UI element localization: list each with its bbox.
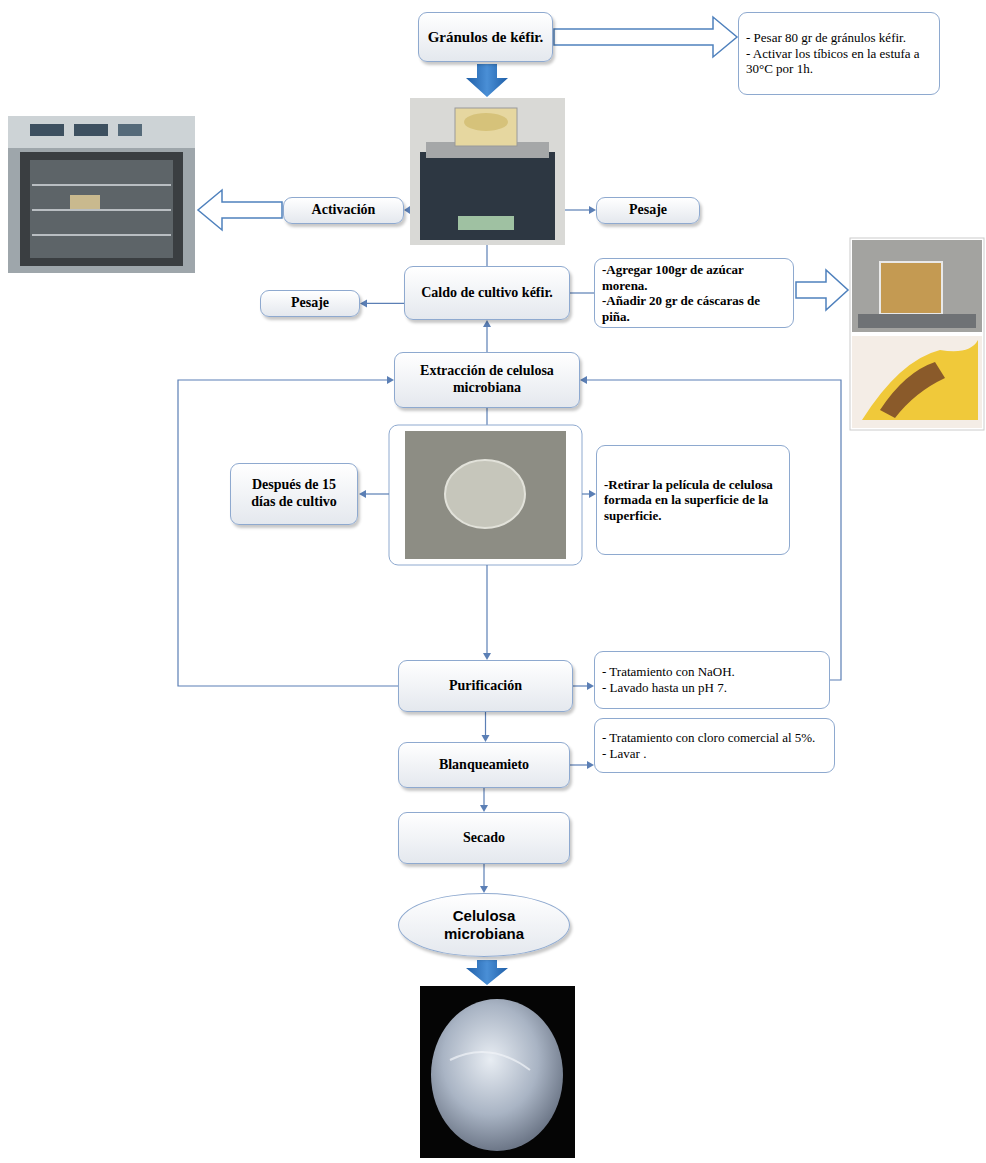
connector	[360, 299, 404, 307]
node-text: - Tratamiento con cloro comercial al 5%.	[602, 730, 827, 746]
node-text: -Agregar 100gr de azúcar morena.	[602, 262, 786, 293]
final-photo	[420, 986, 575, 1158]
arrow-head	[587, 761, 594, 769]
node-text: Gránulos de kéfir.	[428, 28, 544, 46]
node-text: Activación	[312, 202, 376, 219]
note-box: -Retirar la película de celulosa formada…	[596, 445, 790, 555]
leader-line	[365, 493, 389, 494]
connector	[480, 788, 488, 812]
block-arrow	[466, 64, 508, 97]
node-text: -Añadir 20 gr de cáscaras de piña.	[602, 293, 786, 324]
node-text: - Activar los tíbicos en la estufa a 30°…	[746, 46, 932, 77]
connector-line	[587, 380, 841, 680]
connector-line	[570, 292, 594, 293]
block-arrow	[466, 960, 508, 985]
leader-line	[486, 408, 487, 425]
process-box: Después de 15 días de cultivo	[230, 463, 358, 525]
connector-line	[483, 788, 484, 805]
node-text: Blanqueamieto	[439, 757, 529, 774]
connector	[178, 376, 398, 686]
node-text: Celulosa microbiana	[417, 907, 551, 943]
node-text: Purificación	[449, 678, 522, 695]
node-text: Pesaje	[629, 202, 667, 219]
arrow-head	[404, 206, 410, 214]
leader-line	[565, 209, 590, 210]
note-box: -Agregar 100gr de azúcar morena.-Añadir …	[594, 258, 794, 328]
process-box: Secado	[398, 812, 570, 864]
process-box: Extracción de celulosa microbiana	[394, 352, 580, 408]
oven-photo	[8, 116, 195, 273]
arrow-head	[360, 299, 367, 307]
connector-line	[573, 685, 587, 686]
connector-line	[570, 764, 587, 765]
arrow-head	[589, 490, 596, 498]
start-box: Gránulos de kéfir.	[418, 12, 553, 62]
node-text: - Pesar 80 gr de gránulos kéfir.	[746, 30, 932, 46]
arrow-head	[480, 886, 488, 893]
connector	[580, 376, 841, 680]
hollow-arrow	[198, 190, 282, 230]
connector-line	[486, 327, 487, 352]
process-box: Pesaje	[596, 197, 700, 224]
connector	[573, 682, 594, 690]
process-box: Caldo de cultivo kéfir.	[404, 266, 570, 320]
process-box: Pesaje	[260, 290, 360, 317]
note-box: - Tratamiento con NaOH.- Lavado hasta un…	[594, 651, 830, 709]
arrow-head	[587, 682, 594, 690]
arrow-head	[482, 735, 490, 742]
process-box: Activación	[283, 197, 404, 224]
node-text: - Tratamiento con NaOH.	[602, 664, 822, 680]
arrow-head	[483, 320, 491, 327]
node-text: - Lavar .	[602, 746, 827, 762]
hollow-arrow	[554, 17, 737, 57]
note-box: - Pesar 80 gr de gránulos kéfir.- Activa…	[738, 12, 940, 95]
process-box: Blanqueamieto	[398, 742, 570, 788]
connector-line	[178, 380, 398, 686]
node-text: -Retirar la película de celulosa formada…	[604, 477, 782, 524]
scale-photo	[410, 98, 565, 245]
arrow-head	[480, 805, 488, 812]
connector-line	[485, 712, 486, 735]
connector	[570, 761, 594, 769]
arrow-head	[359, 490, 366, 498]
arrow-head	[580, 376, 587, 384]
arrow-head	[387, 376, 394, 384]
leader-line	[486, 565, 487, 653]
film-photo	[389, 425, 582, 565]
connector	[554, 17, 737, 57]
connector	[482, 712, 490, 742]
node-text: Después de 15 días de cultivo	[239, 477, 349, 511]
connector	[480, 864, 488, 893]
leader-line	[582, 493, 590, 494]
node-text: - Lavado hasta un pH 7.	[602, 680, 822, 696]
end-ellipse: Celulosa microbiana	[398, 893, 570, 957]
node-text: Pesaje	[291, 295, 329, 312]
node-text: Secado	[463, 830, 505, 847]
leader-line	[486, 245, 487, 266]
arrow-head	[483, 653, 491, 660]
process-box: Purificación	[398, 660, 573, 712]
ingredient-photos	[850, 238, 984, 430]
connector-line	[483, 864, 484, 886]
node-text: Extracción de celulosa microbiana	[403, 363, 571, 397]
connector	[483, 320, 491, 352]
arrow-head	[589, 206, 596, 214]
connector-line	[367, 303, 404, 304]
node-text: Caldo de cultivo kéfir.	[421, 285, 553, 302]
hollow-arrow	[796, 270, 848, 310]
connector	[570, 293, 594, 294]
note-box: - Tratamiento con cloro comercial al 5%.…	[594, 718, 835, 773]
